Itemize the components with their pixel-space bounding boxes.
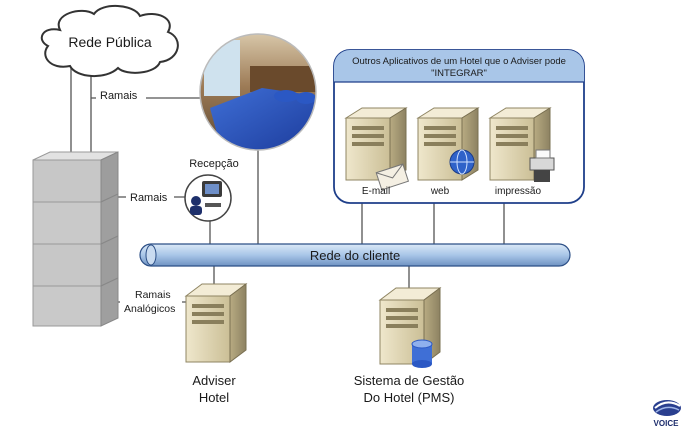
- room-headboard: [250, 66, 316, 92]
- globe-icon: [449, 149, 475, 175]
- adviser-label-2: Hotel: [199, 390, 229, 405]
- printer-icon: [529, 149, 555, 182]
- ramais-analog-label-1: Ramais: [135, 289, 171, 301]
- pbx-unit-2: [32, 193, 119, 245]
- email-envelope-icon: [375, 163, 410, 191]
- pms-server: Sistema de Gestão Do Hotel (PMS): [354, 287, 465, 405]
- room-bed: [210, 88, 316, 150]
- database-icon: [411, 339, 433, 368]
- ramais-label-mid: Ramais: [130, 192, 168, 204]
- web-server: web: [416, 107, 480, 197]
- pbx-unit-3: [32, 235, 119, 287]
- pms-label-2: Do Hotel (PMS): [363, 390, 454, 405]
- email-server-label: E-mail: [362, 186, 390, 197]
- integrations-title-1: Outros Aplicativos de um Hotel que o Adv…: [352, 56, 566, 67]
- reception-label: Recepção: [189, 158, 239, 170]
- pbx-unit-4: [32, 277, 119, 327]
- cloud-shape: [40, 5, 179, 77]
- email-server: E-mail: [344, 107, 410, 197]
- pbx-unit-1: [32, 151, 119, 203]
- ramais-label-top: Ramais: [100, 90, 138, 102]
- reception-workstation: Recepção: [184, 158, 239, 222]
- pbx-stack: [32, 151, 119, 327]
- reception-keyboard-icon: [205, 203, 221, 207]
- voice-logo-text: VOICE: [654, 419, 680, 428]
- room-window: [204, 40, 240, 96]
- adviser-server: Adviser Hotel: [184, 283, 248, 405]
- hotel-room-photo: [199, 33, 317, 151]
- reception-person-icon: [191, 196, 201, 206]
- ramais-analog-label-2: Analógicos: [124, 303, 175, 315]
- pms-label-1: Sistema de Gestão: [354, 373, 465, 388]
- room-pillow-2: [296, 92, 316, 104]
- print-server: impressão: [488, 107, 555, 197]
- network-label: Rede do cliente: [310, 248, 400, 263]
- integrations-header: [334, 50, 584, 82]
- cloud-label: Rede Pública: [68, 34, 151, 50]
- adviser-label-1: Adviser: [192, 373, 236, 388]
- room-pillow-1: [274, 90, 298, 102]
- client-network-pipe: Rede do cliente: [139, 243, 571, 267]
- voice-logo: VOICE: [653, 400, 681, 428]
- print-server-label: impressão: [495, 186, 542, 197]
- integrations-title-2: "INTEGRAR": [431, 68, 487, 79]
- link-labels: Ramais Ramais Ramais Analógicos: [96, 88, 182, 316]
- web-server-label: web: [430, 186, 450, 197]
- public-network-cloud: Rede Pública: [40, 5, 179, 77]
